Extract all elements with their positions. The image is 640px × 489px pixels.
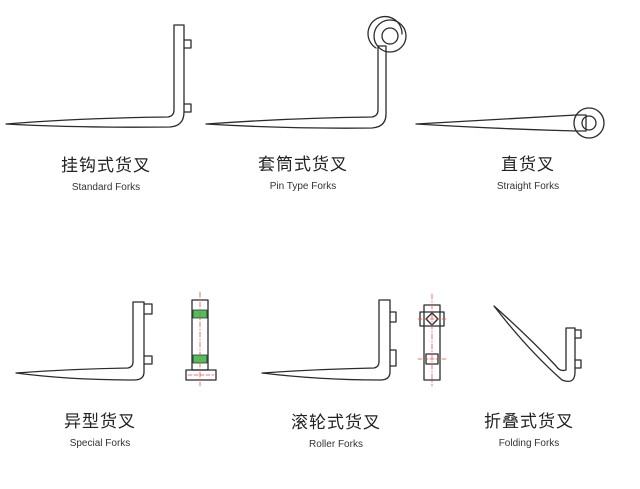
folding-fork-drawing [493,305,582,383]
pin-fork-drawing [205,15,407,129]
caption-pin: 套筒式货叉 Pin Type Forks [203,154,403,194]
caption-roller-en: Roller Forks [309,439,363,450]
roller-fork-drawing [261,299,397,381]
special-fork-side-view [185,291,217,387]
caption-standard-zh: 挂钩式货叉 [61,156,151,176]
caption-folding-en: Folding Forks [498,438,560,449]
caption-standard-en: Standard Forks [71,182,141,193]
caption-special-zh: 异型货叉 [64,412,136,432]
caption-straight-en: Straight Forks [496,181,560,192]
caption-roller: 滚轮式货叉 Roller Forks [236,412,436,452]
caption-special: 异型货叉 Special Forks [0,411,200,451]
caption-folding: 折叠式货叉 Folding Forks [429,411,629,451]
caption-pin-zh: 套筒式货叉 [258,155,348,175]
caption-straight: 直货叉 Straight Forks [428,154,628,194]
special-fork-drawing [15,301,153,381]
caption-pin-en: Pin Type Forks [269,181,337,192]
roller-fork-side-view [417,293,447,387]
caption-folding-zh: 折叠式货叉 [484,412,574,432]
caption-roller-zh: 滚轮式货叉 [291,413,381,433]
standard-fork-drawing [5,24,192,128]
straight-fork-drawing [415,107,605,139]
caption-straight-zh: 直货叉 [501,155,555,175]
caption-standard: 挂钩式货叉 Standard Forks [6,155,206,195]
caption-special-en: Special Forks [69,438,131,449]
